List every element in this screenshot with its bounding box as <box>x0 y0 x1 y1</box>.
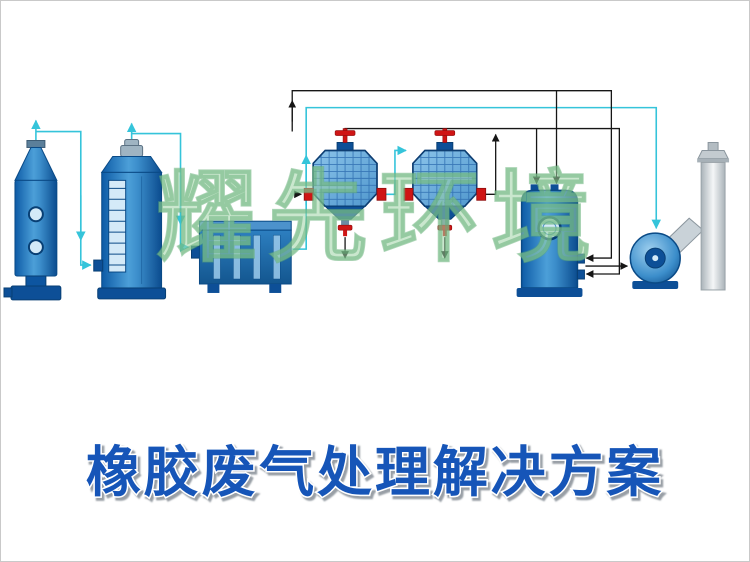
tank-right-nozzle <box>576 253 585 264</box>
uv-box-foot <box>269 283 282 293</box>
uv-box-panels <box>213 234 281 280</box>
centrifugal-fan <box>629 232 681 289</box>
chimney-cap <box>697 149 729 159</box>
tank-sight-glass-ring <box>542 221 557 236</box>
pipe-segment <box>385 145 407 196</box>
packed-tower-shoulder <box>100 155 163 173</box>
spray-tower-inlet-stub <box>3 287 13 298</box>
chimney-body <box>700 161 726 291</box>
packed-tower-base <box>97 287 167 300</box>
tank-top-stub <box>530 184 539 192</box>
spray-tower <box>3 140 62 301</box>
watermark-text: 耀先环境 <box>157 159 604 276</box>
spray-tower-body <box>14 179 58 277</box>
spray-tower-flange <box>26 140 46 148</box>
tank-sight-glass <box>537 215 562 241</box>
spray-tower-neck <box>25 275 47 287</box>
spray-tower-sight-glass <box>27 239 44 256</box>
spray-tower-cone <box>14 146 58 181</box>
fan-base <box>632 281 679 289</box>
spray-tower-base <box>10 285 62 301</box>
page-title: 橡胶废气处理解决方案 <box>86 440 664 504</box>
settling-tank <box>516 184 585 297</box>
uv-box-foot <box>207 283 220 293</box>
packed-tower-cap <box>120 144 144 157</box>
spray-tower-sight-glass <box>27 206 44 223</box>
pipe-segment <box>292 106 662 250</box>
tank-right-nozzle <box>576 269 585 280</box>
pipe-segment <box>485 133 500 195</box>
chimney <box>697 141 730 291</box>
pipes-cyan <box>31 106 662 270</box>
tank-top-stub <box>550 184 559 192</box>
packed-tower-inlet-nozzle <box>93 259 104 272</box>
packed-tower <box>93 139 167 300</box>
tank-base <box>516 287 583 297</box>
packed-tower-ladder <box>108 179 127 273</box>
uv-photolysis-box <box>190 220 292 293</box>
packed-tower-ladder-rungs <box>108 187 126 266</box>
chimney-cap-brim <box>697 158 730 163</box>
fan-hub-center <box>652 255 659 262</box>
